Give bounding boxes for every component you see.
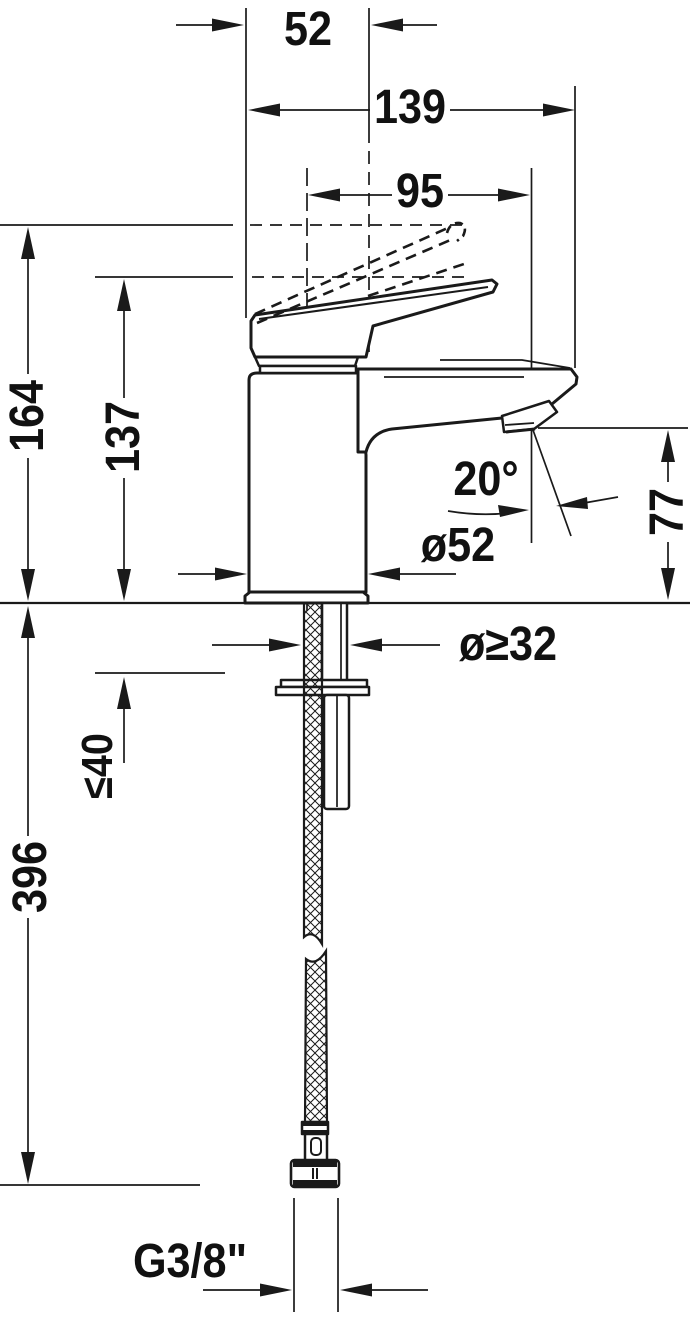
supply-hose-upper xyxy=(302,601,324,948)
arrowhead xyxy=(21,569,35,601)
arrowhead xyxy=(556,497,588,509)
dim-label-95: 95 xyxy=(396,164,444,218)
dim-dia52-body: ø52 xyxy=(178,518,495,581)
dim-label-20deg: 20° xyxy=(453,452,518,506)
angle-slant-line xyxy=(532,429,572,537)
dim-label-52: 52 xyxy=(284,2,332,56)
mounting-shank-upper xyxy=(320,601,349,684)
aerator-detail-line xyxy=(504,422,535,426)
dim-label-max40: ≤40 xyxy=(72,733,121,799)
arrowhead xyxy=(498,505,529,517)
faucet-body-group xyxy=(243,278,579,605)
arrowhead xyxy=(371,18,403,32)
supply-hose-lower xyxy=(303,947,329,1124)
fitting-neck-slot xyxy=(310,1137,322,1156)
dim-label-137: 137 xyxy=(96,401,150,473)
hex-nut-bottom-band xyxy=(293,1180,337,1186)
faucet-lever xyxy=(249,278,499,359)
dim-95-reach: 95 xyxy=(308,164,530,218)
arrowhead xyxy=(21,606,35,638)
base-plate xyxy=(243,590,370,605)
dim-52-width: 52 xyxy=(176,2,437,56)
arrowhead xyxy=(308,188,340,202)
lever-top-edge-line xyxy=(258,286,489,320)
dim-label-g38: G3/8" xyxy=(133,1234,247,1288)
dim-label-dia52: ø52 xyxy=(421,518,495,572)
dim-label-164: 164 xyxy=(0,379,54,452)
crimp-band-top xyxy=(302,1122,328,1126)
dim-label-396: 396 xyxy=(3,841,57,913)
arrowhead xyxy=(661,430,675,462)
arrowhead xyxy=(260,1283,292,1297)
faucet-body xyxy=(247,371,368,594)
extension-lines xyxy=(0,8,690,1312)
dim-label-139: 139 xyxy=(374,80,446,134)
arrowhead xyxy=(21,1152,35,1184)
dim-hole-dia32: ø≥32 xyxy=(212,617,557,671)
aerator-outlet-face xyxy=(505,427,536,434)
dim-label-hole32: ø≥32 xyxy=(459,617,557,671)
arrowhead xyxy=(543,103,575,117)
arrowhead xyxy=(215,567,247,581)
crimp-band-bottom xyxy=(302,1130,328,1134)
faucet-spout xyxy=(356,367,579,454)
arrowhead xyxy=(269,638,301,652)
dim-164-height: 164 xyxy=(0,227,54,601)
dim-g38-thread: G3/8" xyxy=(133,1234,428,1297)
dim-396-hose: 396 xyxy=(3,606,57,1184)
arrowhead xyxy=(340,1283,372,1297)
arrowhead xyxy=(117,279,131,311)
raised-lever-tip-hook xyxy=(445,221,467,242)
arrowhead xyxy=(350,638,382,652)
dim-137-height: 137 xyxy=(96,279,150,601)
spout-top-back-edge xyxy=(440,359,571,369)
arrowhead xyxy=(661,568,675,600)
arrowhead xyxy=(248,103,280,117)
arrowhead xyxy=(498,188,530,202)
arrowhead xyxy=(21,227,35,259)
arrowhead xyxy=(368,567,400,581)
dim-label-77: 77 xyxy=(640,488,694,536)
raised-lever-dashed xyxy=(254,221,471,325)
dim-20deg-angle: 20° xyxy=(447,429,619,543)
undercounter-group xyxy=(274,601,371,1189)
dim-deck-max40: ≤40 xyxy=(72,677,131,799)
dim-77-height: 77 xyxy=(640,430,694,600)
arrowhead xyxy=(117,569,131,601)
arrowhead xyxy=(212,18,244,32)
arrowhead xyxy=(117,677,131,709)
hex-nut-top-band xyxy=(293,1161,337,1167)
handle-collar xyxy=(258,364,358,375)
dim-139-reach: 139 xyxy=(248,80,575,134)
